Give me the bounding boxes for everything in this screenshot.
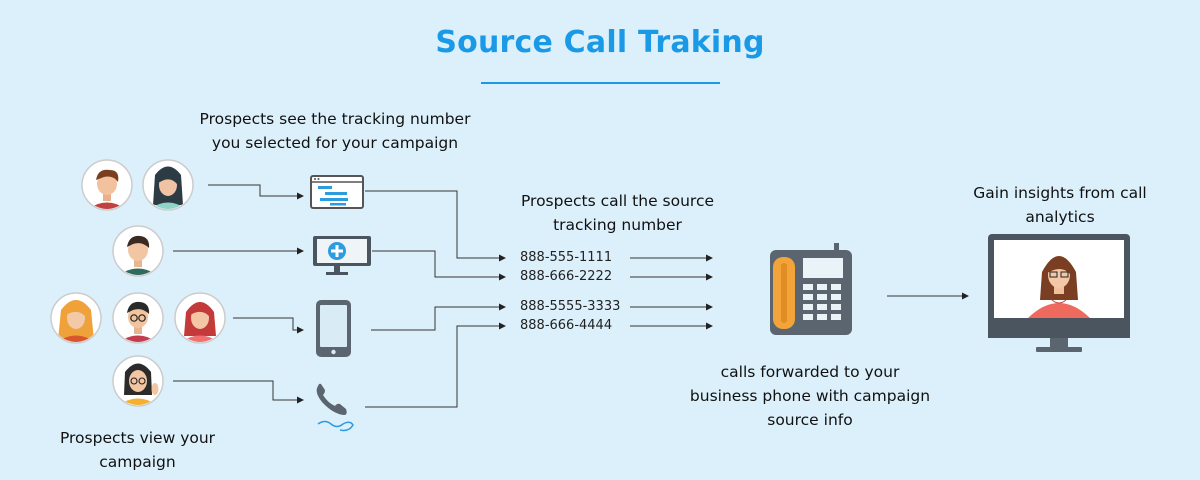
connector-number-1 (365, 190, 506, 262)
prospect-avatar-2 (142, 159, 194, 211)
step-view-line1: Prospects view your (59, 429, 216, 447)
prospect-avatar-6 (174, 292, 226, 344)
step-see-line2: you selected for your campaign (211, 134, 459, 152)
title-underline (481, 82, 720, 84)
connector-number-3 (371, 303, 506, 331)
prospect-avatar-7 (112, 355, 164, 407)
prospect-avatar-5 (112, 292, 164, 344)
tracking-number-4: 888-666-4444 (520, 318, 613, 333)
tracking-number-2: 888-666-2222 (520, 269, 613, 284)
smartphone-icon (316, 300, 351, 357)
step-see-label: Prospects see the tracking number you se… (160, 107, 510, 155)
diagram-title: Source Call Traking (435, 25, 765, 60)
connector-mobile (233, 317, 304, 334)
step-insight-line2: analytics (1025, 208, 1095, 226)
prospect-avatar-4 (50, 292, 102, 344)
analytics-monitor-icon (988, 234, 1130, 352)
step-insight-label: Gain insights from call analytics (935, 181, 1185, 229)
step-call-line1: Prospects call the source (520, 192, 715, 210)
prospect-avatar-1 (81, 159, 133, 211)
connector-phone (173, 380, 304, 404)
channel-connectors (365, 190, 506, 408)
tracking-number-3: 888-5555-3333 (520, 299, 621, 314)
desk-phone-icon (770, 243, 852, 335)
desktop-monitor-icon (313, 236, 371, 275)
step-forward-line2: business phone with campaign (689, 387, 931, 405)
step-forward-line3: source info (767, 411, 853, 429)
step-view-line2: campaign (99, 453, 176, 471)
web-ad-icon (310, 175, 364, 209)
connector-number-4 (365, 322, 506, 408)
step-see-line1: Prospects see the tracking number (199, 110, 471, 128)
step-forward-line1: calls forwarded to your (720, 363, 900, 381)
handset-icon (316, 383, 354, 432)
prospect-connectors (173, 184, 304, 404)
prospect-avatar-3 (112, 225, 164, 277)
step-call-label: Prospects call the source tracking numbe… (470, 189, 765, 237)
step-insight-line1: Gain insights from call (973, 184, 1147, 202)
number-connectors (630, 254, 969, 330)
connector-number-2 (372, 250, 506, 281)
tracking-number-1: 888-555-1111 (520, 250, 613, 265)
step-view-label: Prospects view your campaign (30, 426, 245, 474)
step-forward-label: calls forwarded to your business phone w… (660, 360, 960, 432)
connector-web (208, 184, 304, 200)
step-call-line2: tracking number (553, 216, 682, 234)
